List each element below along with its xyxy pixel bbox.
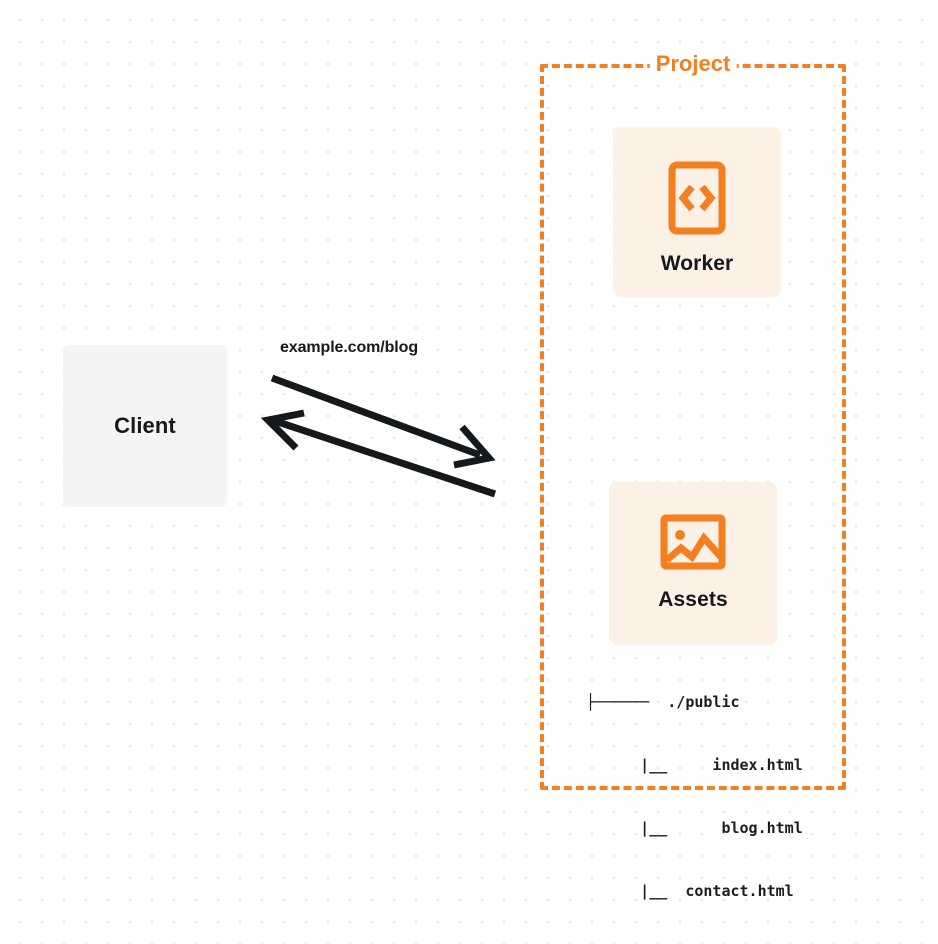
image-icon [660, 514, 726, 570]
connection-label: example.com/blog [280, 339, 418, 356]
node-assets[interactable]: Assets [609, 482, 777, 645]
file-tree-line: |__ contact.html [586, 882, 794, 900]
client-label: Client [114, 413, 176, 438]
diagram-canvas: Client example.com/blog Project Worker [63, 51, 846, 900]
file-tree-line: |__ index.html [586, 756, 803, 774]
response-arrow-icon [260, 409, 497, 498]
worker-label: Worker [660, 252, 734, 275]
request-arrow-icon [270, 374, 496, 469]
file-tree-line: |__ blog.html [586, 819, 803, 837]
code-brackets-icon [668, 161, 726, 235]
assets-label: Assets [658, 588, 728, 611]
node-worker[interactable]: Worker [613, 127, 781, 297]
file-tree: ├────── ./public |__ index.html |__ blog… [586, 650, 803, 944]
project-container: Project [540, 51, 846, 790]
project-title: Project [649, 51, 737, 77]
file-tree-line: ├────── ./public [586, 693, 740, 711]
node-client[interactable]: Client [63, 345, 227, 507]
